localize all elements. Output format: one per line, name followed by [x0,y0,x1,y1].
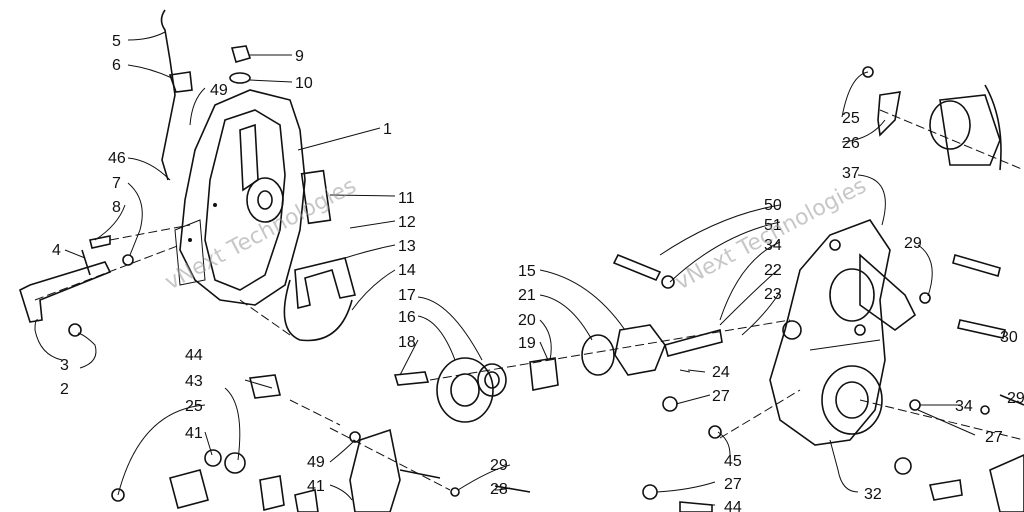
callout-1: 1 [383,121,392,138]
callout-10: 10 [295,75,313,92]
callout-37a: 41 [185,425,203,442]
callout-13: 13 [398,238,416,255]
alignment-line [879,109,1024,171]
callout-21: 21 [518,287,536,304]
callout-14: 14 [398,262,416,279]
callout-20: 20 [518,312,536,329]
callout-18: 18 [398,334,416,351]
callout-labels: 5 6 9 10 49 1 46 7 8 4 11 12 13 14 3 2 1… [52,33,1024,512]
callout-45: 46 [108,150,126,167]
callout-23: 23 [764,286,782,303]
alignment-line [429,319,791,381]
callout-25b: 25 [185,398,203,415]
cap-nut [229,45,252,84]
callout-25a: 25 [842,110,860,127]
callout-5: 5 [112,33,121,50]
shift-lever [19,235,134,337]
gear-case-housing [769,219,917,446]
callout-29c: 29 [490,457,508,474]
callout-7: 7 [112,175,121,192]
alignment-line [719,389,801,439]
callout-24: 24 [712,364,730,381]
callout-29a: 29 [904,235,922,252]
callout-27b: 27 [724,476,742,493]
callout-8: 8 [112,199,121,216]
callout-50: 50 [764,197,782,214]
callout-28: 28 [490,481,508,498]
breather-tube [160,9,193,181]
leader-lines [34,31,976,506]
callout-30: 30 [1000,329,1018,346]
alignment-line [289,399,341,426]
callout-27c: 27 [985,429,1003,446]
callout-4: 4 [52,242,61,259]
callout-12: 12 [398,214,416,231]
callout-15: 15 [518,263,536,280]
alignment-line [329,427,451,491]
callout-44: 49 [307,454,325,471]
callout-34: 34 [764,237,782,254]
alignment-line [109,224,191,241]
callout-9: 9 [295,48,304,65]
callout-51: 51 [764,217,782,234]
bushing-cluster [111,374,441,512]
callout-22: 22 [764,262,782,279]
callout-19: 19 [518,335,536,352]
callout-34b: 34 [955,398,973,415]
callout-11: 11 [398,190,415,207]
chaincase-cover [174,89,306,306]
gasket-plate [300,169,332,225]
callout-29b: 29 [1007,390,1024,407]
callout-27a: 27 [712,388,730,405]
callout-32: 32 [864,486,882,503]
upper-bracket [862,66,1002,171]
callout-2: 2 [60,381,69,398]
callout-43: 45 [724,453,742,470]
callout-16: 16 [398,309,416,326]
callout-37b: 41 [307,478,325,495]
callout-35: 37 [842,165,860,182]
callout-49: 49 [210,82,228,99]
callout-41: 44 [185,347,203,364]
callout-26: 26 [842,135,860,152]
callout-17: 17 [398,287,416,304]
callout-6: 6 [112,57,121,74]
right-fasteners [894,254,1024,512]
alignment-line [239,299,291,336]
callout-38: 43 [185,373,203,390]
tension-bracket [283,257,356,342]
callout-46: 44 [724,499,742,512]
callout-3: 3 [60,357,69,374]
brake-disc-assembly [393,324,723,423]
bolt [612,253,662,282]
